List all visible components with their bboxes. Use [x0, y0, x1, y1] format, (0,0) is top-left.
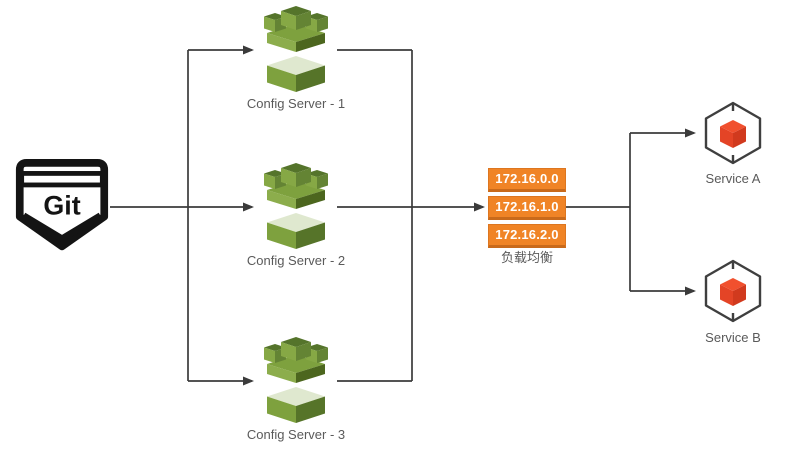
service-b-label: Service B — [705, 330, 761, 345]
config-server-icon — [264, 6, 328, 92]
config-server-2-label: Config Server - 2 — [246, 253, 346, 268]
lb-ip-box: 172.16.0.0 — [488, 168, 566, 192]
service-b-node — [700, 258, 766, 324]
lb-ip-box: 172.16.1.0 — [488, 196, 566, 220]
lb-ip-box: 172.16.2.0 — [488, 224, 566, 248]
config-server-icon — [264, 337, 328, 423]
service-a-label: Service A — [705, 171, 761, 186]
config-server-icon — [264, 163, 328, 249]
service-container-icon — [704, 259, 762, 323]
service-a-node — [700, 100, 766, 166]
config-server-3-label: Config Server - 3 — [246, 427, 346, 442]
git-node: Git — [14, 158, 110, 257]
config-server-2-node — [255, 163, 337, 249]
service-container-icon — [704, 101, 762, 165]
load-balancer-label: 负载均衡 — [500, 250, 553, 265]
config-server-1-label: Config Server - 1 — [246, 96, 346, 111]
svg-text:Git: Git — [43, 191, 80, 221]
config-server-3-node — [255, 337, 337, 423]
git-badge-icon: Git — [15, 159, 109, 251]
config-server-1-node — [255, 6, 337, 92]
load-balancer-node: 172.16.0.0 172.16.1.0 172.16.2.0 — [488, 168, 566, 252]
